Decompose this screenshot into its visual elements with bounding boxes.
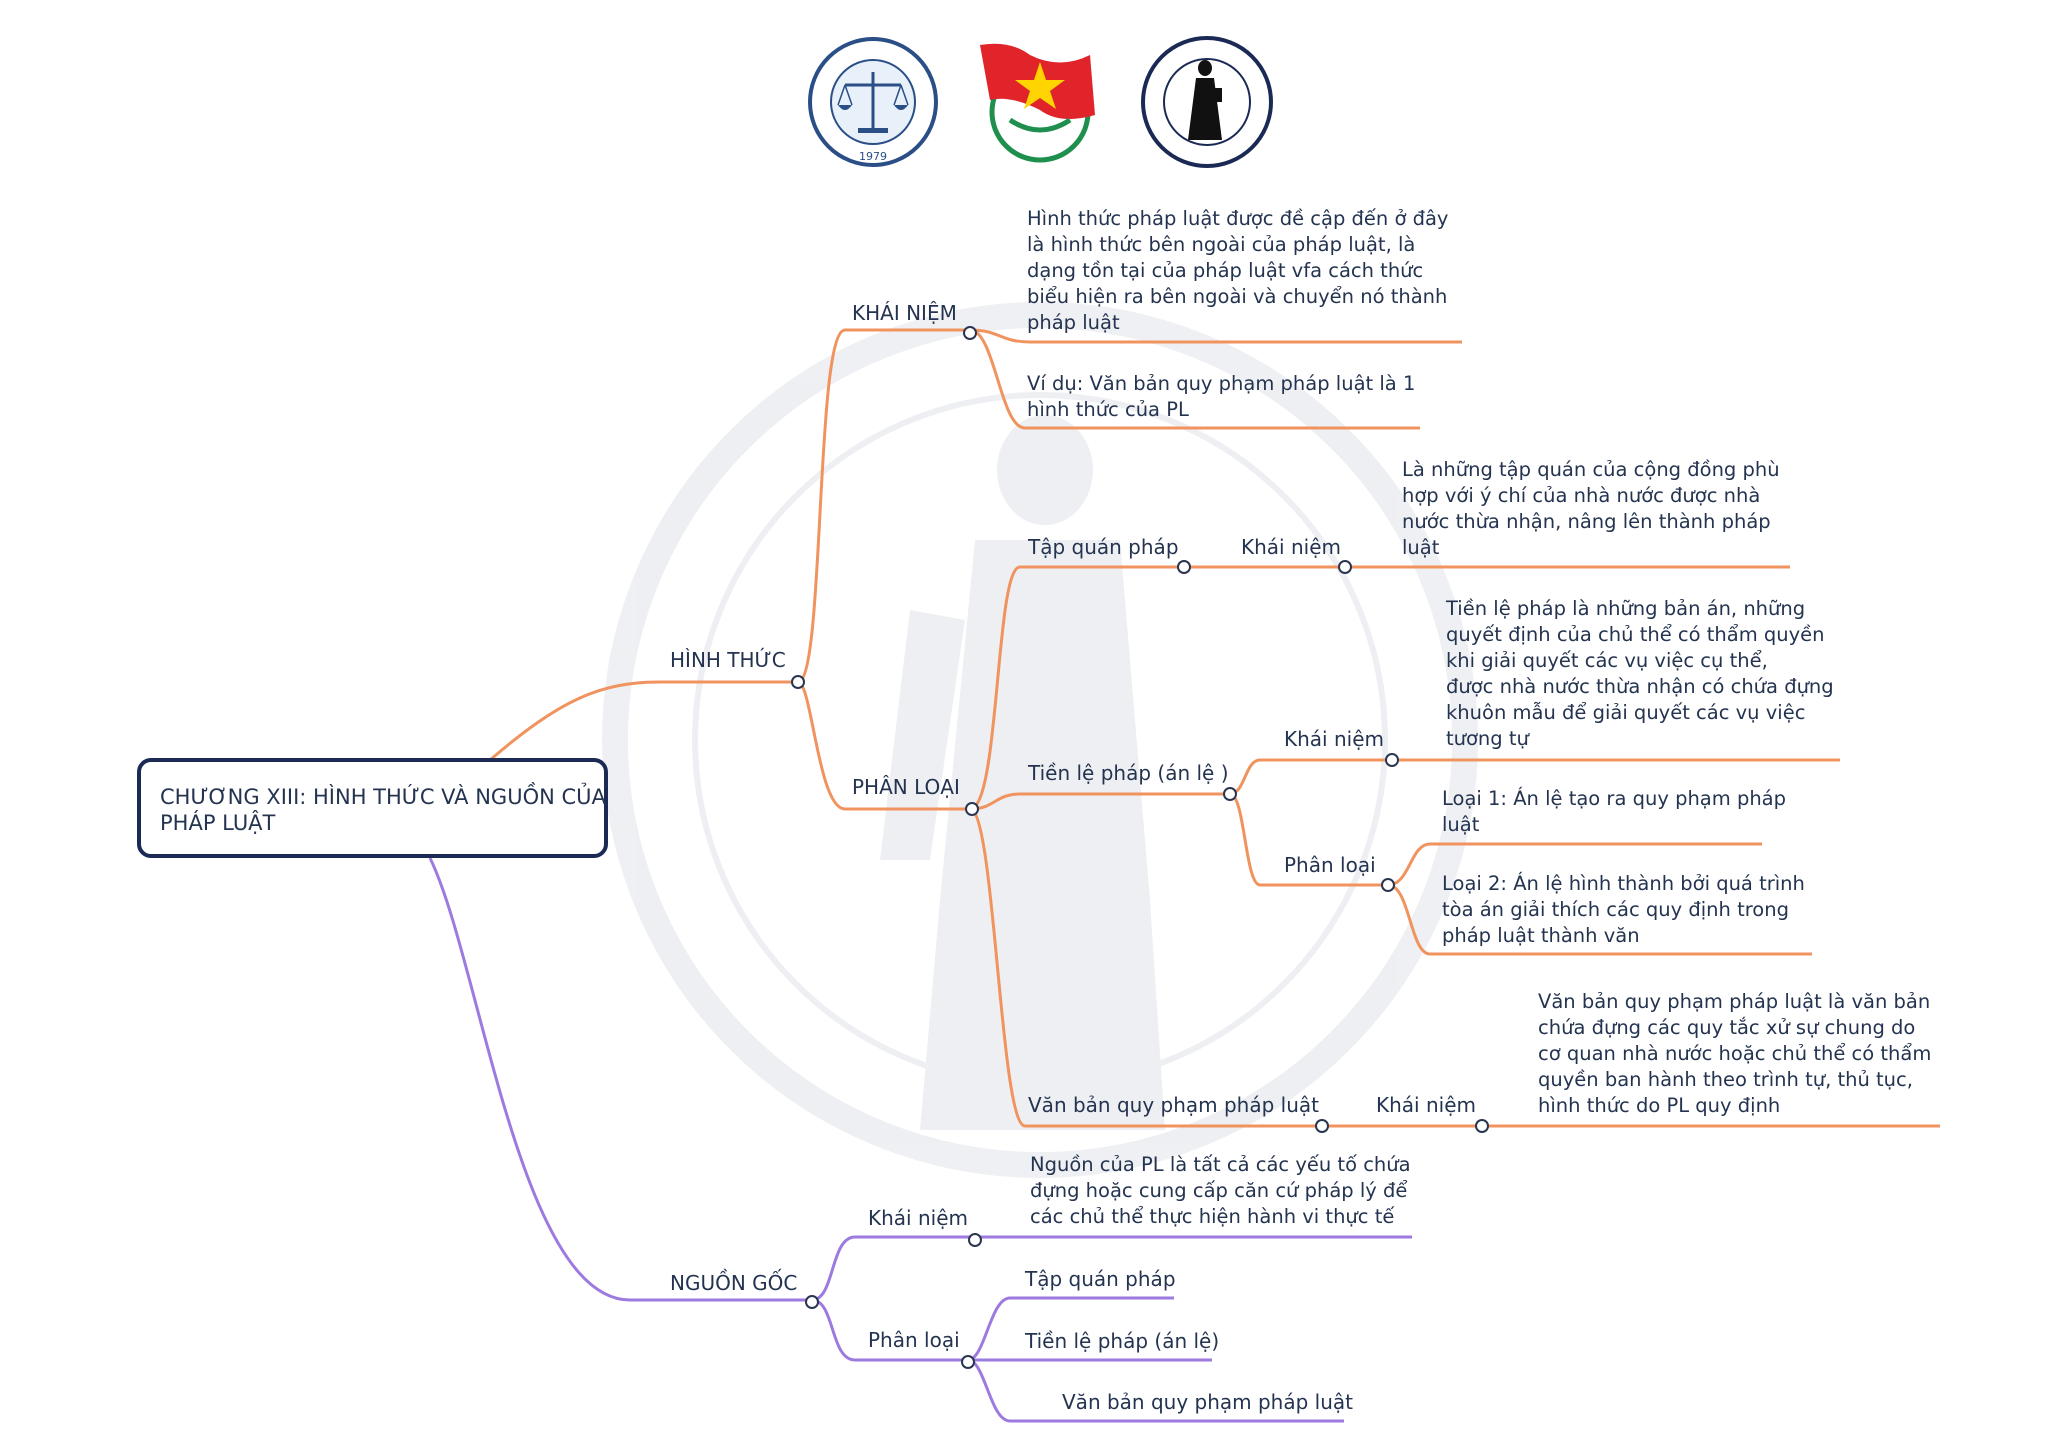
tien-le-khai-niem-label[interactable]: Khái niệm bbox=[1284, 727, 1384, 751]
youth-union-logo bbox=[980, 43, 1095, 163]
tien-le-loai-2: Loại 2: Án lệ hình thành bởi quá trình t… bbox=[1442, 872, 1811, 947]
nguon-goc-khai-niem-node[interactable] bbox=[968, 1233, 982, 1247]
phan-loai-label[interactable]: PHÂN LOẠI bbox=[852, 775, 960, 799]
khai-niem-definition: Hình thức pháp luật được đề cập đến ở đâ… bbox=[1027, 207, 1455, 334]
tap-quan-phap-node[interactable] bbox=[1177, 560, 1191, 574]
nguon-goc-label[interactable]: NGUỒN GỐC bbox=[670, 1269, 797, 1295]
phan-loai-node[interactable] bbox=[965, 802, 979, 816]
nguon-goc-item-tap-quan[interactable]: Tập quán pháp bbox=[1024, 1267, 1176, 1291]
tien-le-loai-1: Loại 1: Án lệ tạo ra quy phạm pháp luật bbox=[1442, 787, 1792, 836]
van-ban-khai-niem-label[interactable]: Khái niệm bbox=[1376, 1093, 1476, 1117]
tien-le-phap-node[interactable] bbox=[1223, 787, 1237, 801]
van-ban-definition: Văn bản quy phạm pháp luật là văn bản ch… bbox=[1538, 990, 1938, 1117]
tap-quan-khai-niem-label[interactable]: Khái niệm bbox=[1241, 535, 1341, 559]
tap-quan-definition: Là những tập quán của cộng đồng phù hợp … bbox=[1402, 458, 1786, 559]
khai-niem-node[interactable] bbox=[963, 326, 977, 340]
law-club-logo bbox=[1141, 36, 1273, 168]
tien-le-phap-label[interactable]: Tiền lệ pháp (án lệ ) bbox=[1027, 761, 1229, 785]
root-node[interactable]: CHƯƠNG XIII: HÌNH THỨC VÀ NGUỒN CỦA PHÁP… bbox=[137, 758, 608, 858]
nguon-goc-khai-niem-label[interactable]: Khái niệm bbox=[868, 1206, 968, 1230]
nguon-goc-edges bbox=[428, 857, 1412, 1423]
tien-le-definition: Tiền lệ pháp là những bản án, những quyế… bbox=[1445, 597, 1840, 750]
van-ban-khai-niem-node[interactable] bbox=[1475, 1119, 1489, 1133]
watermark-emblem bbox=[602, 302, 1478, 1178]
tap-quan-phap-label[interactable]: Tập quán pháp bbox=[1027, 535, 1179, 559]
hinh-thuc-edges bbox=[489, 328, 1940, 1128]
tien-le-khai-niem-node[interactable] bbox=[1385, 753, 1399, 767]
root-title-line-1: CHƯƠNG XIII: HÌNH THỨC VÀ NGUỒN CỦA bbox=[160, 782, 607, 809]
van-ban-qppl-label[interactable]: Văn bản quy phạm pháp luật bbox=[1028, 1093, 1319, 1117]
tien-le-phan-loai-node[interactable] bbox=[1381, 878, 1395, 892]
hlu-logo: 1979 bbox=[808, 37, 938, 167]
van-ban-qppl-node[interactable] bbox=[1315, 1119, 1329, 1133]
svg-text:1979: 1979 bbox=[859, 150, 887, 163]
root-title-line-2: PHÁP LUẬT bbox=[160, 810, 276, 835]
hinh-thuc-label[interactable]: HÌNH THỨC bbox=[670, 648, 786, 672]
nguon-goc-item-van-ban[interactable]: Văn bản quy phạm pháp luật bbox=[1062, 1390, 1353, 1414]
nguon-goc-definition: Nguồn của PL là tất cả các yếu tố chứa đ… bbox=[1030, 1153, 1417, 1228]
hinh-thuc-node[interactable] bbox=[791, 675, 805, 689]
khai-niem-example: Ví dụ: Văn bản quy phạm pháp luật là 1 h… bbox=[1027, 372, 1422, 421]
tien-le-phan-loai-label[interactable]: Phân loại bbox=[1284, 853, 1376, 877]
nguon-goc-phan-loai-label[interactable]: Phân loại bbox=[868, 1328, 960, 1352]
nguon-goc-node[interactable] bbox=[805, 1295, 819, 1309]
tap-quan-khai-niem-node[interactable] bbox=[1338, 560, 1352, 574]
nguon-goc-phan-loai-node[interactable] bbox=[961, 1355, 975, 1369]
nguon-goc-item-tien-le[interactable]: Tiền lệ pháp (án lệ) bbox=[1024, 1329, 1219, 1353]
khai-niem-label[interactable]: KHÁI NIỆM bbox=[852, 301, 957, 325]
